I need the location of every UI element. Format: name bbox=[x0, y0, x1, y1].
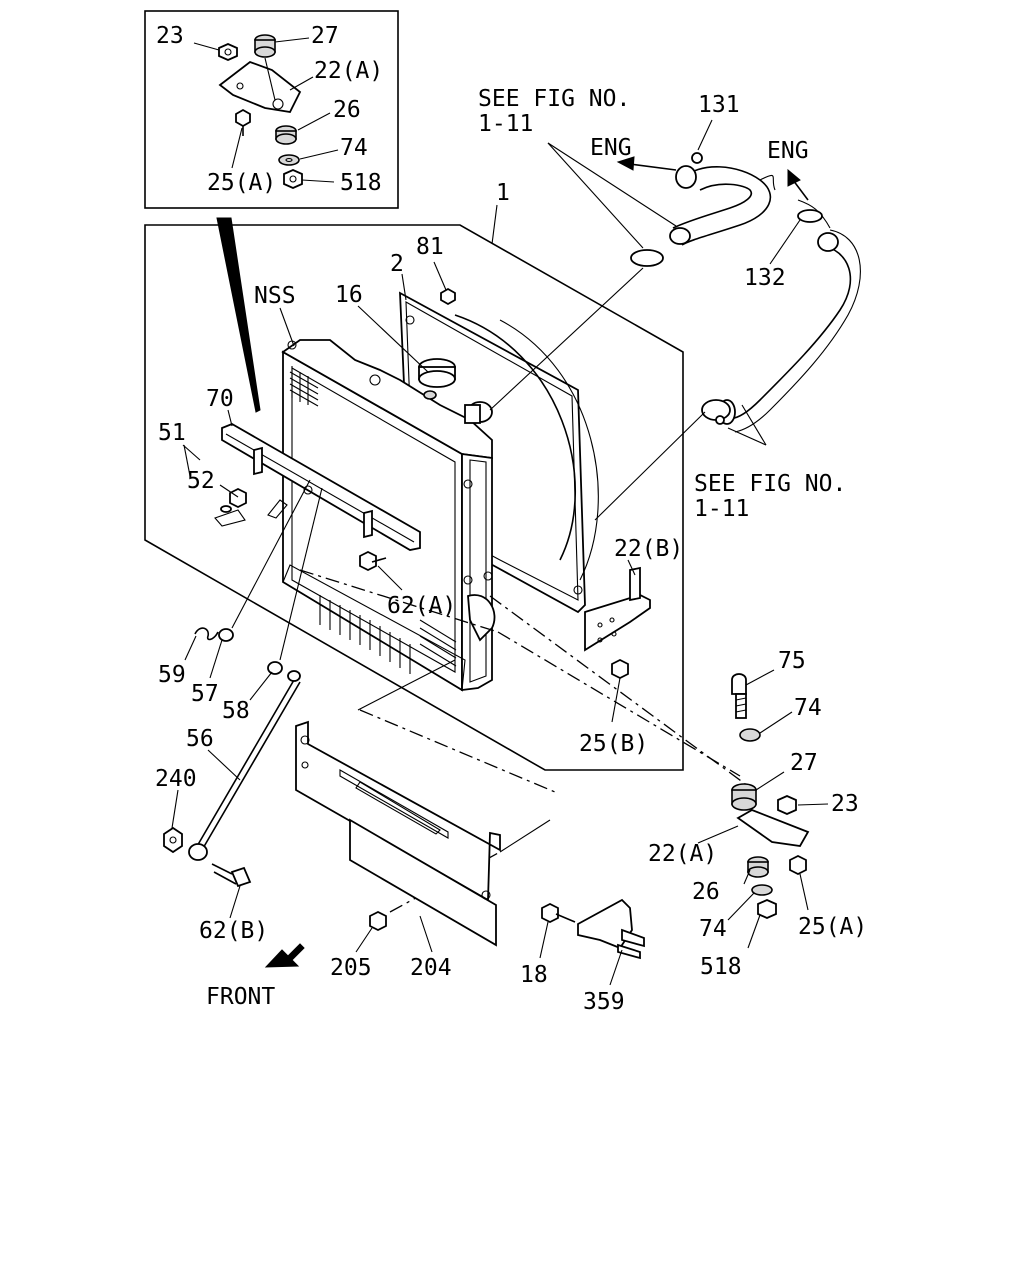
label-18: 18 bbox=[520, 962, 548, 988]
bolt-18-part bbox=[541, 902, 576, 924]
bolt-25a-part bbox=[789, 854, 807, 876]
eng-arrow-left bbox=[616, 156, 677, 171]
label-2: 2 bbox=[390, 251, 404, 277]
nut-23-part bbox=[777, 795, 797, 815]
nut-240-part bbox=[163, 826, 183, 854]
nut-518-inset-part bbox=[283, 169, 303, 189]
label-nss: NSS bbox=[254, 283, 296, 309]
label-51: 51 bbox=[158, 420, 186, 446]
clamp-part bbox=[630, 249, 731, 425]
rubber-27-part bbox=[731, 783, 757, 811]
baffle-plate-204-part bbox=[295, 720, 501, 947]
label-25a-inset: 25(A) bbox=[207, 170, 276, 196]
label-58: 58 bbox=[222, 698, 250, 724]
washer-74-part bbox=[739, 728, 761, 742]
label-518-inset: 518 bbox=[340, 170, 382, 196]
label-1: 1 bbox=[496, 180, 510, 206]
mount-inset: 23 27 22(A) 26 25(A) 74 518 bbox=[144, 10, 399, 209]
label-26: 26 bbox=[692, 879, 720, 905]
label-62b: 62(B) bbox=[199, 918, 268, 944]
label-25a: 25(A) bbox=[798, 914, 867, 940]
label-16: 16 bbox=[335, 282, 363, 308]
label-23-inset: 23 bbox=[156, 23, 184, 49]
label-27-inset: 27 bbox=[311, 23, 339, 49]
label-see-fig-right-1: SEE FIG NO. bbox=[694, 471, 846, 497]
washer-74b-part bbox=[751, 884, 773, 896]
label-240: 240 bbox=[155, 766, 197, 792]
bolt-81-part bbox=[440, 287, 456, 306]
bolt-52-part bbox=[220, 487, 247, 513]
bolt-62a-part bbox=[359, 550, 387, 572]
label-74-inset: 74 bbox=[340, 135, 368, 161]
radiator-cap-16-part bbox=[418, 358, 456, 400]
label-81: 81 bbox=[416, 234, 444, 260]
label-132: 132 bbox=[744, 265, 786, 291]
bolt-25a-inset-part bbox=[235, 108, 251, 136]
label-70: 70 bbox=[206, 386, 234, 412]
label-52: 52 bbox=[187, 468, 215, 494]
label-27: 27 bbox=[790, 750, 818, 776]
label-see-fig-top-2: 1-11 bbox=[478, 111, 533, 137]
label-front: FRONT bbox=[206, 984, 275, 1010]
label-62a: 62(A) bbox=[387, 593, 456, 619]
label-204: 204 bbox=[410, 955, 452, 981]
label-74b: 74 bbox=[699, 916, 727, 942]
label-205: 205 bbox=[330, 955, 372, 981]
bracket-22b-part bbox=[584, 566, 651, 652]
bracket-22a-part bbox=[736, 809, 810, 847]
bolt-75-part bbox=[731, 673, 747, 719]
label-see-fig-top-1: SEE FIG NO. bbox=[478, 86, 630, 112]
bolt-25b-part bbox=[611, 658, 629, 680]
label-26-inset: 26 bbox=[333, 97, 361, 123]
nut-518-part bbox=[757, 899, 777, 919]
washer-74-inset-part bbox=[278, 154, 300, 166]
label-74: 74 bbox=[794, 695, 822, 721]
front-arrow bbox=[264, 943, 305, 968]
inset-pointer bbox=[216, 217, 261, 413]
rubber-26-inset-part bbox=[275, 125, 297, 145]
bracket-359-part bbox=[577, 898, 645, 960]
label-22b: 22(B) bbox=[614, 536, 683, 562]
label-22a-inset: 22(A) bbox=[314, 58, 383, 84]
label-56: 56 bbox=[186, 726, 214, 752]
rubber-26-part bbox=[747, 856, 769, 878]
bracket-22a-inset-part bbox=[218, 60, 302, 113]
rubber-27-inset-part bbox=[254, 34, 276, 58]
label-518: 518 bbox=[700, 954, 742, 980]
bolt-205-part bbox=[369, 910, 387, 932]
label-359: 359 bbox=[583, 989, 625, 1015]
label-eng-left: ENG bbox=[590, 135, 632, 161]
label-eng-right: ENG bbox=[767, 138, 809, 164]
label-25b: 25(B) bbox=[579, 731, 648, 757]
nut-23-inset-part bbox=[218, 43, 238, 61]
washer-57-part bbox=[218, 628, 234, 642]
bolt-62b-part bbox=[211, 863, 252, 888]
label-22a: 22(A) bbox=[648, 841, 717, 867]
label-75: 75 bbox=[778, 648, 806, 674]
eng-arrow-right bbox=[787, 168, 809, 201]
label-23: 23 bbox=[831, 791, 859, 817]
rod-56-part bbox=[188, 670, 301, 861]
clip-59-part bbox=[194, 627, 219, 641]
label-131: 131 bbox=[698, 92, 740, 118]
label-57: 57 bbox=[191, 681, 219, 707]
washer-58-part bbox=[267, 661, 283, 675]
label-59: 59 bbox=[158, 662, 186, 688]
label-see-fig-right-2: 1-11 bbox=[694, 496, 749, 522]
upper-hose-131-part bbox=[669, 152, 776, 246]
assembly-frame bbox=[144, 224, 684, 771]
